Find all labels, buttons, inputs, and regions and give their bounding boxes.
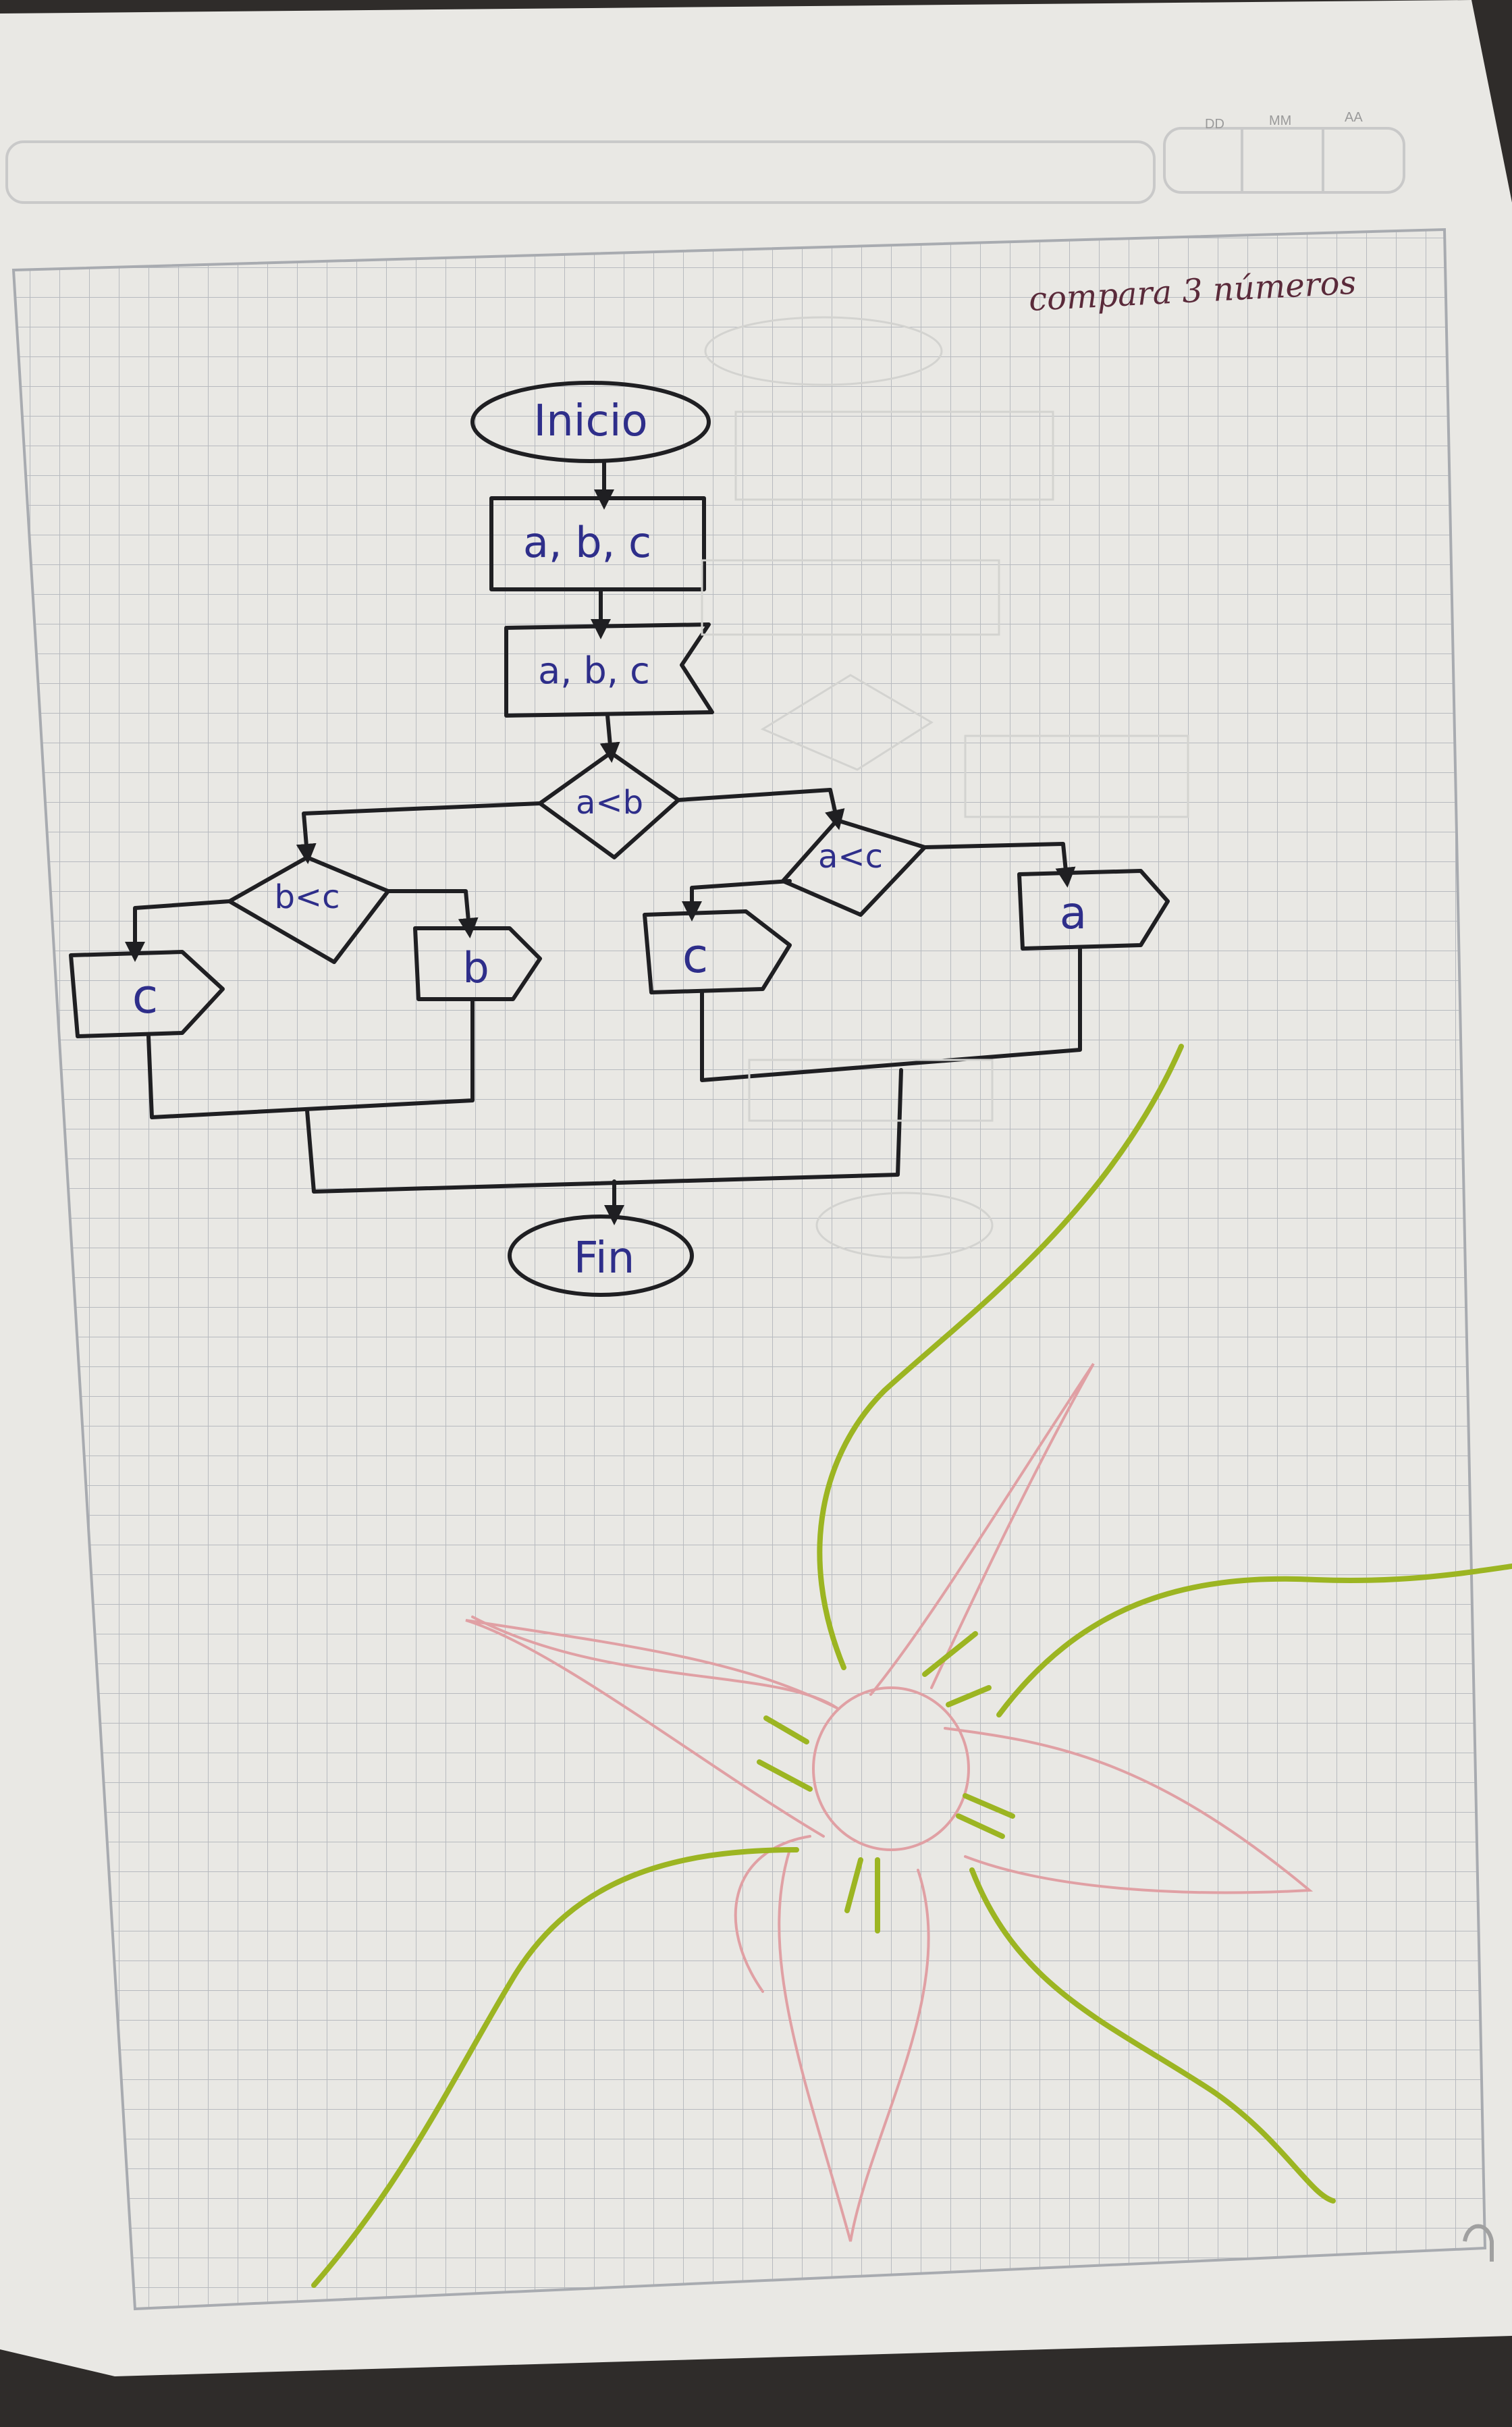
end-terminator [508,1215,694,1297]
output-right-c [643,909,792,994]
output-right-c-label: c [682,928,709,984]
start-terminator [470,381,711,463]
date-field-mm: MM [1269,113,1291,128]
decision-left [227,855,390,964]
date-field-dd: DD [1205,117,1224,132]
input-label: a, b, c [523,518,651,567]
decision-left-label: b<c [274,878,340,916]
output-right-a-label: a [1060,887,1087,939]
green-rays [311,1044,1512,2288]
decision-main [538,751,680,859]
output-left-c [69,950,225,1038]
input-box [489,496,706,591]
header-strip: DD MM AA [5,110,1405,204]
decision-right [781,818,927,917]
grid-area [11,228,1487,2311]
decision-main-label: a<b [576,784,643,822]
flowchart [69,381,1170,1297]
display-shape [504,622,714,718]
date-field-aa: AA [1345,110,1363,125]
output-left-b-label: b [462,943,489,992]
flowchart-labels: Inicio a, b, c a, b, c a<b b<c a<c c b c… [132,396,1087,1283]
bleed-through-marks [701,316,1189,1259]
output-right-a [1017,869,1170,951]
display-label: a, b, c [538,649,650,692]
start-label: Inicio [533,396,647,446]
output-left-b [413,926,542,1001]
output-left-c-label: c [132,969,159,1024]
pink-petals [465,1362,1314,2242]
decision-right-label: a<c [818,838,883,876]
end-label: Fin [574,1233,635,1283]
ring-binder-mark [1463,2224,1494,2262]
flower-drawing [311,1044,1512,2288]
